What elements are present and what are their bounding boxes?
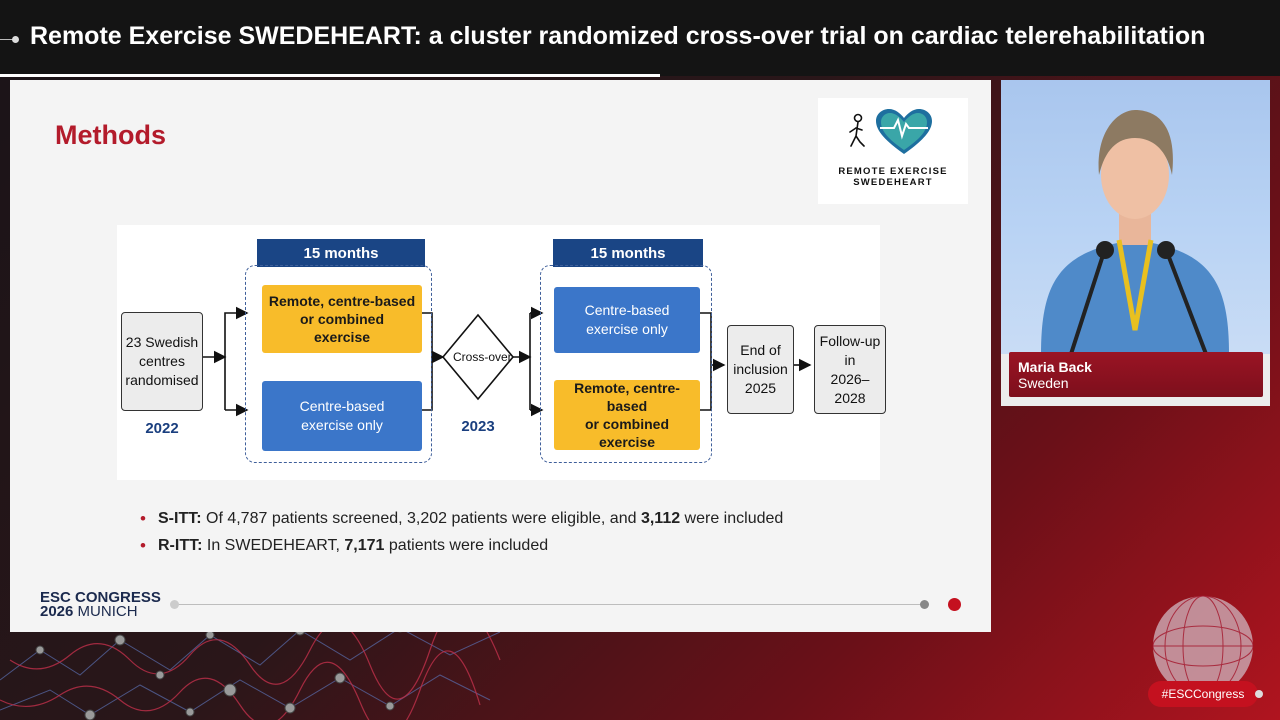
bullet-text: Of 4,787 patients screened, 3,202 patien… xyxy=(201,510,641,527)
bullet-text: patients were included xyxy=(384,537,549,554)
session-title: Remote Exercise SWEDEHEART: a cluster ra… xyxy=(30,22,1206,50)
end-line-3: 2025 xyxy=(744,380,777,396)
slide-progress-current-dot xyxy=(948,598,961,611)
p2-top-line-1: Centre-based xyxy=(584,302,670,318)
bullet-text: were included xyxy=(680,510,784,527)
bullet-text: In SWEDEHEART, xyxy=(202,537,345,554)
session-title-bar: Remote Exercise SWEDEHEART: a cluster ra… xyxy=(0,0,1280,77)
period1-remote-box: Remote, centre-based or combined exercis… xyxy=(262,285,422,353)
title-bullet-dot xyxy=(12,36,19,43)
start-line-1: 23 Swedish xyxy=(125,334,199,350)
p1-bottom-line-2: exercise only xyxy=(301,417,383,433)
year-2022: 2022 xyxy=(145,420,179,437)
logo-text: REMOTE EXERCISE SWEDEHEART xyxy=(818,166,968,188)
followup-line-3: 2026–2028 xyxy=(830,370,870,406)
end-inclusion-box: End of inclusion 2025 xyxy=(727,325,794,414)
speaker-country: Sweden xyxy=(1018,375,1069,391)
p2-bottom-line-1: Remote, centre-based xyxy=(574,380,680,414)
p2-top-line-2: exercise only xyxy=(586,321,668,337)
hashtag-dot xyxy=(1255,690,1263,698)
presentation-slide: Methods REMOTE EXERCISE SWEDEHEART xyxy=(10,80,991,632)
esc-logo-city: MUNICH xyxy=(77,603,138,620)
results-bullet-list: S-ITT: Of 4,787 patients screened, 3,202… xyxy=(140,509,784,564)
start-line-3: randomised xyxy=(125,372,199,388)
p1-top-line-3: exercise xyxy=(313,329,371,345)
esc-logo-line-1: ESC CONGRESS xyxy=(40,589,161,606)
period2-group xyxy=(540,265,712,463)
title-bullet-line xyxy=(0,39,14,40)
heart-runner-icon xyxy=(849,109,932,154)
period2-centre-box: Centre-based exercise only xyxy=(554,287,700,353)
followup-line-1: Follow-up xyxy=(819,332,881,349)
p2-bottom-line-2: or combined xyxy=(584,416,669,432)
p1-top-line-1: Remote, centre-based xyxy=(268,293,416,309)
slide-heading: Methods xyxy=(55,120,166,150)
crossover-diamond xyxy=(441,313,515,401)
slide-progress-track xyxy=(174,604,924,605)
logo-line-2: SWEDEHEART xyxy=(853,177,933,188)
period1-group xyxy=(245,265,432,463)
title-progress-line xyxy=(0,74,660,77)
bullet-s-itt: S-ITT: Of 4,787 patients screened, 3,202… xyxy=(140,509,784,529)
period2-header: 15 months xyxy=(553,239,703,267)
period2-remote-box: Remote, centre-based or combined exercis… xyxy=(554,380,700,450)
year-2023: 2023 xyxy=(461,418,495,435)
slide-progress-dot xyxy=(920,600,929,609)
period1-centre-box: Centre-based exercise only xyxy=(262,381,422,451)
bullet-label: S-ITT: xyxy=(158,510,202,527)
bullet-strong: 7,171 xyxy=(344,537,385,554)
followup-box: Follow-up in 2026–2028 xyxy=(814,325,886,414)
p1-bottom-line-1: Centre-based xyxy=(299,398,385,414)
end-line-1: End of xyxy=(740,342,781,358)
network-background-decoration xyxy=(0,620,501,720)
p1-top-line-2: or combined xyxy=(299,311,384,327)
globe-icon xyxy=(1152,595,1254,684)
followup-line-2: in xyxy=(844,351,856,368)
hashtag-badge: #ESCCongress xyxy=(1148,681,1258,707)
bullet-r-itt: R-ITT: In SWEDEHEART, 7,171 patients wer… xyxy=(140,536,783,556)
logo-line-1: REMOTE EXERCISE xyxy=(838,166,948,177)
speaker-name: Maria Back xyxy=(1018,359,1092,375)
p2-bottom-line-3: exercise xyxy=(598,434,656,450)
slide-progress-start-dot xyxy=(170,600,179,609)
period1-header: 15 months xyxy=(257,239,425,267)
crossover-label: Cross-over xyxy=(453,350,512,364)
speaker-video-frame xyxy=(1041,110,1229,354)
end-line-2: inclusion xyxy=(733,361,788,377)
speaker-name-tag: Maria Back Sweden xyxy=(1009,352,1263,397)
start-line-2: centres xyxy=(139,353,185,369)
esc-congress-logo: ESC CONGRESS 2026 MUNICH xyxy=(40,589,161,620)
flowchart-connectors xyxy=(203,306,812,417)
remote-exercise-logo: REMOTE EXERCISE SWEDEHEART xyxy=(818,98,968,204)
bullet-strong: 3,112 xyxy=(640,510,681,527)
speaker-video xyxy=(1001,80,1270,354)
esc-logo-year: 2026 xyxy=(40,603,74,620)
bullet-label: R-ITT: xyxy=(158,537,203,554)
start-centres-box: 23 Swedish centres randomised xyxy=(121,312,203,411)
study-design-flowchart: 23 Swedish centres randomised 2022 15 mo… xyxy=(117,225,886,480)
